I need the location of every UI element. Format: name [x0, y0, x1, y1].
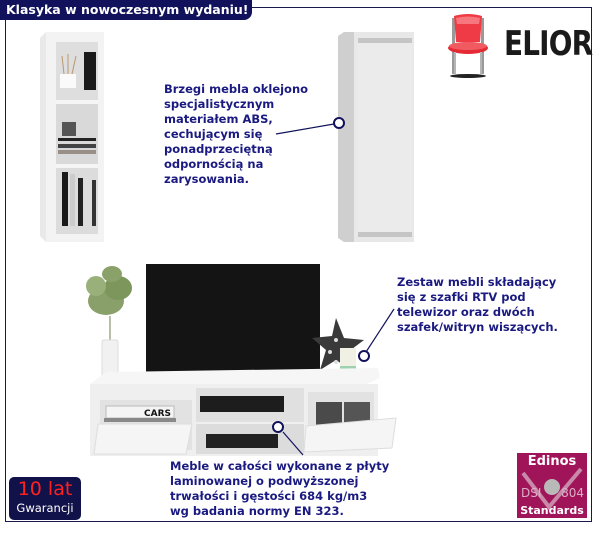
- brand-name: ELIOR: [504, 24, 593, 64]
- callout-abs-edges: Brzegi mebla oklejono specjalistycznym m…: [164, 82, 309, 186]
- edinos-number: 804: [561, 486, 584, 500]
- callout-material: Meble w całości wykonane z płyty laminow…: [170, 459, 390, 518]
- edinos-dsi: DSI: [521, 486, 542, 500]
- frame-line-left: [5, 20, 6, 522]
- edinos-standards: Standards: [520, 504, 584, 517]
- callout-marker-2: [358, 350, 370, 362]
- check-v-icon: [521, 467, 583, 511]
- frame-line-bottom: [5, 521, 592, 522]
- book-label: CARS: [144, 409, 171, 419]
- edinos-title: Edinos: [527, 454, 577, 469]
- warranty-label: Gwarancji: [16, 501, 74, 515]
- tv-stand-scene: CARS: [86, 264, 397, 456]
- frame-line-right: [591, 7, 592, 521]
- red-chair-icon: [448, 14, 488, 78]
- warranty-badge: 10 lat Gwarancji: [9, 477, 81, 520]
- header-banner: Klasyka w nowoczesnym wydaniu!: [0, 0, 252, 20]
- open-wall-cabinet: [40, 32, 104, 242]
- callout-set-contents: Zestaw mebli składający się z szafki RTV…: [397, 275, 558, 334]
- brand-logo: ELIOR: [440, 10, 593, 82]
- frame-line-top: [250, 7, 592, 8]
- edinos-certification-badge: Edinos DSI 804 Standards: [517, 453, 587, 518]
- callout-marker-3: [272, 421, 284, 433]
- closed-wall-cabinet: [338, 32, 414, 242]
- callout-marker-1: [333, 117, 345, 129]
- warranty-years: 10 lat: [17, 478, 73, 500]
